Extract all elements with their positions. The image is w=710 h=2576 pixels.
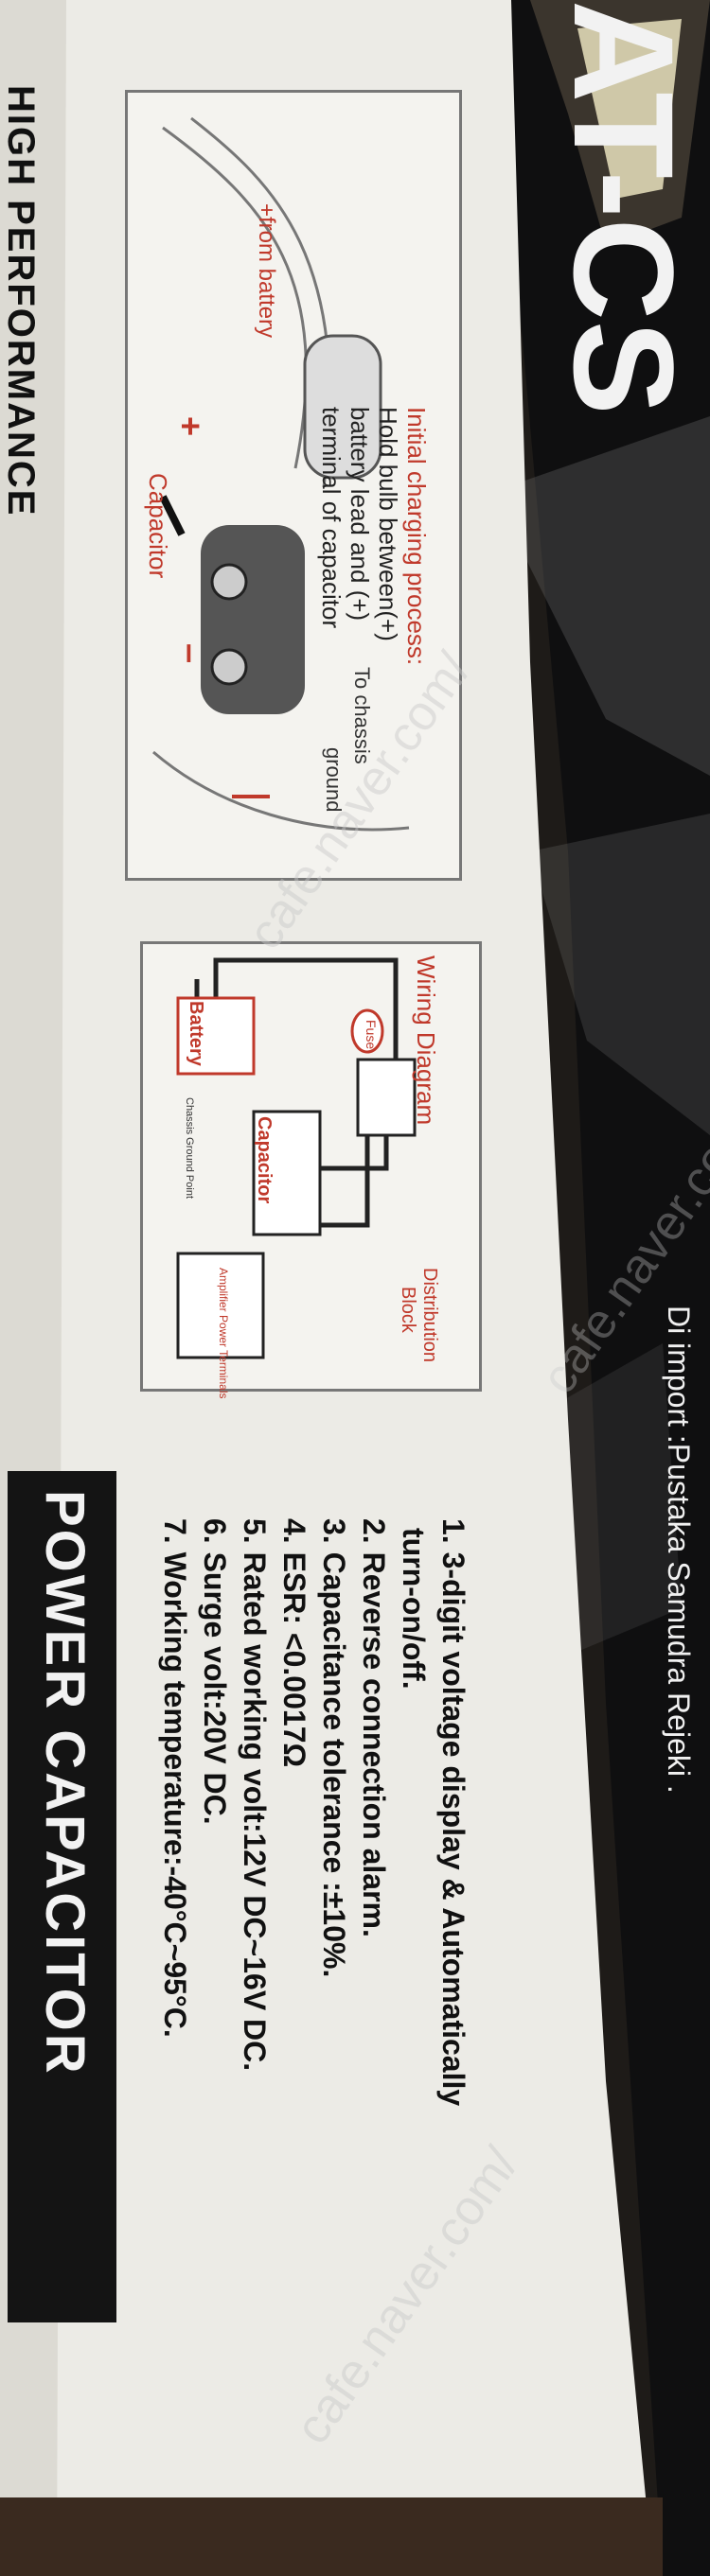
feature-5: 5. Rated working volt:12V DC~16V DC. — [238, 1518, 272, 2072]
charging-panel — [125, 90, 462, 881]
amplifier-label: Amplifier Power Terminals — [217, 1268, 230, 1399]
feature-7: 7. Working temperature:-40°C~95°C. — [158, 1518, 192, 2038]
brand-side-text: HIGH PERFORMANCE — [0, 85, 42, 517]
distribution-label: Distribution — [419, 1268, 440, 1363]
capacitor-label: Capacitor — [144, 473, 172, 579]
plus-sign: + — [171, 416, 210, 437]
charging-line-3: terminal of capacitor — [317, 407, 346, 629]
charging-line-1: Hold bulb between(+) — [374, 407, 402, 641]
charging-title: Initial charging process: — [402, 407, 431, 666]
feature-6: 6. Surge volt:20V DC. — [198, 1518, 232, 1825]
feature-1b: turn-on/off. — [397, 1528, 431, 1690]
chassis-ground-label: Chassis Ground Point — [184, 1097, 195, 1199]
battery-label: Battery — [186, 1001, 206, 1066]
ground-symbol — [232, 795, 270, 827]
feature-4: 4. ESR: <0.0017Ω — [277, 1518, 311, 1768]
feature-list: 1. 3-digit voltage display & Automatical… — [155, 1518, 473, 2106]
wiring-title: Wiring Diagram — [412, 955, 440, 1126]
feature-1: 1. 3-digit voltage display & Automatical… — [436, 1518, 470, 2107]
fuse-label: Fuse — [364, 1020, 379, 1050]
wiring-lines — [176, 957, 417, 1359]
feature-3: 3. Capacitance tolerance :±10%. — [317, 1518, 351, 1978]
charging-illustration — [152, 116, 410, 832]
from-battery-label: +from battery — [254, 203, 279, 339]
minus-sign: – — [170, 643, 210, 664]
importer-text: Di import :Pustaka Samudra Rejeki . — [662, 1306, 696, 1794]
feature-2: 2. Reverse connection alarm. — [357, 1518, 391, 1937]
charging-line-2: battery lead and (+) — [346, 407, 374, 622]
block-label: Block — [398, 1287, 418, 1333]
product-banner: POWER CAPACITOR — [34, 1490, 96, 2077]
capacitor-box-label: Capacitor — [254, 1116, 275, 1204]
model-text: AT-CS — [544, 0, 703, 415]
